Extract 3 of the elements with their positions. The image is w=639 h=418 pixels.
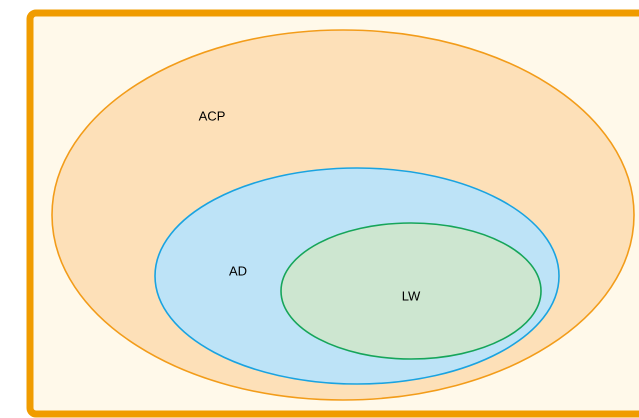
set-label: ACP	[198, 111, 225, 121]
set-label: AD	[229, 266, 246, 276]
set-label: LW	[402, 292, 420, 300]
